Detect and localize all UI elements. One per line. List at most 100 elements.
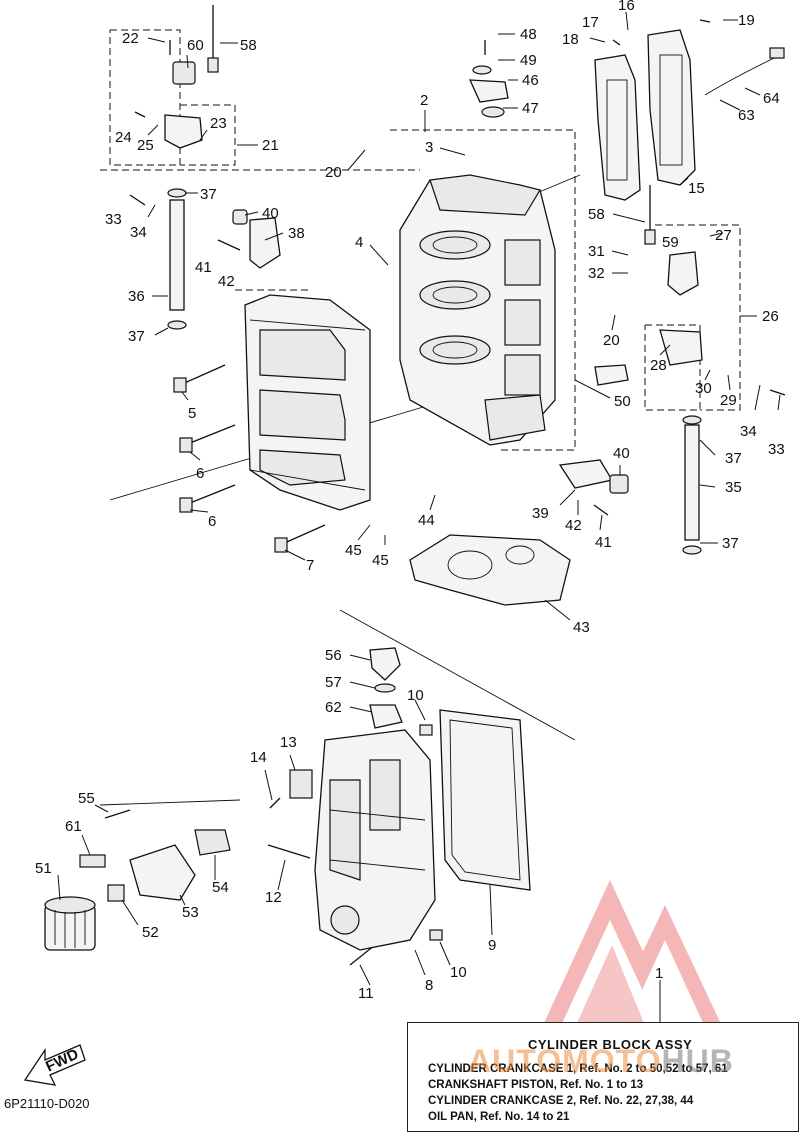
callout-18: 18	[562, 31, 579, 48]
callout-27: 27	[715, 227, 732, 244]
callout-20-b: 20	[603, 332, 620, 349]
legend-line: OIL PAN, Ref. No. 14 to 21	[428, 1111, 570, 1123]
callout-38: 38	[288, 225, 305, 242]
callout-59: 59	[662, 234, 679, 251]
callout-4: 4	[355, 234, 363, 251]
oil-filter	[44, 829, 231, 951]
callout-20-a: 20	[325, 164, 342, 181]
watermark-text-b: HUB	[661, 1043, 734, 1079]
callout-63: 63	[738, 107, 755, 124]
callout-46: 46	[522, 72, 539, 89]
callout-36: 36	[128, 288, 145, 305]
callout-49: 49	[520, 52, 537, 69]
fwd-arrow-icon: FWD	[23, 1044, 86, 1086]
leader-lines	[57, 11, 781, 1022]
diagram-code: 6P21110-D020	[4, 1096, 90, 1111]
callout-37-b: 37	[128, 328, 145, 345]
legend-line: CYLINDER CRANKCASE 2, Ref. No. 22, 27,38…	[428, 1095, 694, 1107]
exhaust-cover-plate	[594, 29, 696, 201]
cylinder-block	[399, 174, 556, 446]
callout-61: 61	[65, 818, 82, 835]
callout-41-a: 41	[195, 259, 212, 276]
callout-30: 30	[695, 380, 712, 397]
callout-44: 44	[418, 512, 435, 529]
callout-25: 25	[137, 137, 154, 154]
callout-34-a: 34	[130, 224, 147, 241]
callout-22: 22	[122, 30, 139, 47]
watermark: AUTOMOTOHUB	[468, 1043, 734, 1080]
callout-21: 21	[262, 137, 279, 154]
callout-24: 24	[115, 129, 132, 146]
legend-line: CYLINDER CRANKCASE 1, Ref. No. 2 to 50,5…	[428, 1063, 728, 1075]
pipes	[167, 188, 702, 555]
callout-15: 15	[688, 180, 705, 197]
callout-45-b: 45	[372, 552, 389, 569]
callout-57: 57	[325, 674, 342, 691]
callout-33-a: 33	[105, 211, 122, 228]
callout-33-b: 33	[768, 441, 785, 458]
watermark-text-a: AUTOMOTO	[468, 1043, 662, 1079]
callout-42-a: 42	[218, 273, 235, 290]
callout-6-b: 6	[208, 513, 216, 530]
callout-9: 9	[488, 937, 496, 954]
callout-5: 5	[188, 405, 196, 422]
callout-37-c: 37	[725, 450, 742, 467]
callout-40-b: 40	[613, 445, 630, 462]
callout-10-a: 10	[407, 687, 424, 704]
callout-35: 35	[725, 479, 742, 496]
callout-50: 50	[614, 393, 631, 410]
callout-7: 7	[306, 557, 314, 574]
callout-54: 54	[212, 879, 229, 896]
callout-19: 19	[738, 12, 755, 29]
callout-11: 11	[358, 985, 374, 1002]
callout-13: 13	[280, 734, 297, 751]
oil-filler-parts	[369, 647, 443, 941]
callout-17: 17	[582, 14, 599, 31]
sensor-leads	[207, 5, 785, 245]
callout-14: 14	[250, 749, 267, 766]
fwd-label: FWD	[43, 1046, 81, 1076]
legend-title: CYLINDER BLOCK ASSY	[528, 1037, 693, 1052]
callout-28: 28	[650, 357, 667, 374]
callout-56: 56	[325, 647, 342, 664]
callout-23: 23	[210, 115, 227, 132]
callout-29: 29	[720, 392, 737, 409]
cylinder-head	[289, 729, 436, 951]
crankcase	[244, 294, 371, 511]
callout-1: 1	[655, 965, 663, 982]
callout-3: 3	[425, 139, 433, 156]
callout-48: 48	[520, 26, 537, 43]
callout-64: 64	[763, 90, 780, 107]
callout-45-a: 45	[345, 542, 362, 559]
callout-37-a: 37	[200, 186, 217, 203]
callout-16: 16	[618, 0, 635, 14]
callout-26: 26	[762, 308, 779, 325]
callout-2: 2	[420, 92, 428, 109]
thermostat-parts	[164, 61, 703, 494]
callout-34-b: 34	[740, 423, 757, 440]
callout-51: 51	[35, 860, 52, 877]
callout-10-b: 10	[450, 964, 467, 981]
callout-40-a: 40	[262, 205, 279, 222]
legend-line: CRANKSHAFT PISTON, Ref. No. 1 to 13	[428, 1079, 644, 1091]
callout-labels: 22 60 58 24 25 23 21 37 33 34 36 37 40 3…	[35, 0, 785, 1002]
callout-58-top: 58	[240, 37, 257, 54]
callout-41-b: 41	[595, 534, 612, 551]
callout-47: 47	[522, 100, 539, 117]
callout-43: 43	[573, 619, 590, 636]
callout-60: 60	[187, 37, 204, 54]
bolts	[104, 19, 786, 966]
gaskets	[409, 534, 571, 891]
callout-55: 55	[78, 790, 95, 807]
callout-58-right: 58	[588, 206, 605, 223]
callout-53: 53	[182, 904, 199, 921]
legend-box: CYLINDER BLOCK ASSY CYLINDER CRANKCASE 1…	[407, 1022, 799, 1132]
callout-37-d: 37	[722, 535, 739, 552]
callout-39: 39	[532, 505, 549, 522]
callout-42-b: 42	[565, 517, 582, 534]
callout-62: 62	[325, 699, 342, 716]
callout-12: 12	[265, 889, 282, 906]
grouping-frames	[99, 29, 741, 806]
callout-52: 52	[142, 924, 159, 941]
